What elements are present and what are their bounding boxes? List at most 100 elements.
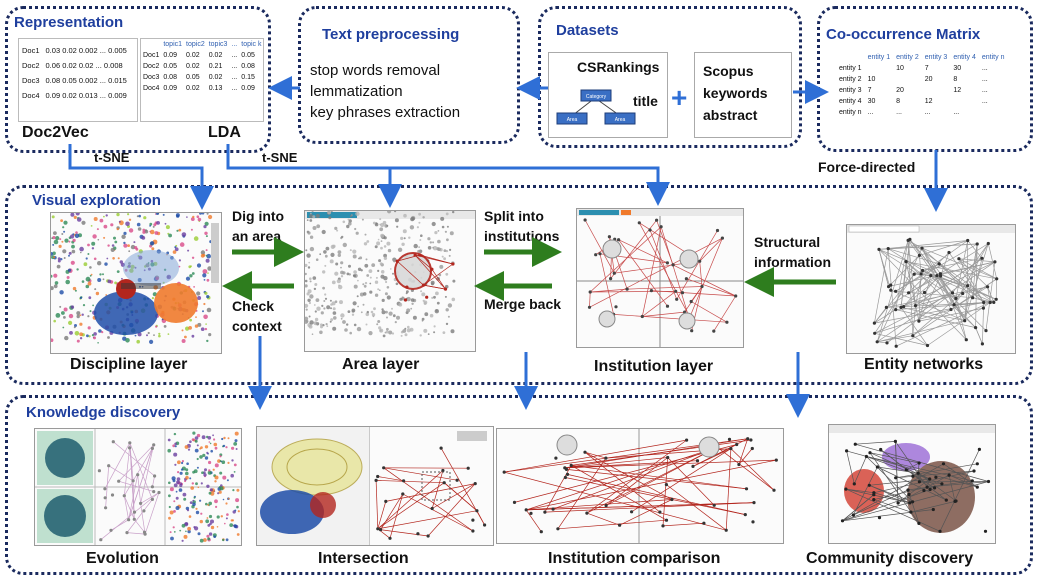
- doc2vec-cell: 0.09 0.02 0.013 ... 0.009: [45, 91, 127, 100]
- lda-cell: Doc2: [143, 63, 160, 70]
- cooccurrence-box: [817, 6, 1033, 152]
- cooc-cell: 30: [953, 65, 962, 72]
- lda-cell: ...: [231, 74, 238, 81]
- cooc-cell: entity 1: [839, 65, 862, 72]
- cooc-header-cell: entity 2: [896, 54, 919, 61]
- lda-header-cell: topic3: [208, 41, 228, 48]
- tsne-label-2: t-SNE: [262, 150, 298, 165]
- doc2vec-row: Doc3 0.08 0.05 0.002 ... 0.015: [19, 73, 130, 88]
- cooc-header-cell: entity 1: [867, 54, 891, 61]
- plus-sign: +: [671, 82, 688, 113]
- lda-cell: Doc4: [143, 85, 160, 92]
- discipline-layer-thumb: [50, 212, 222, 354]
- doc2vec-cell: Doc3: [22, 76, 40, 85]
- cooc-cell: 8: [896, 98, 901, 105]
- tree-node-area: Area: [615, 117, 626, 123]
- scopus-line: Scopus: [703, 63, 754, 79]
- cooc-cell: entity 4: [839, 98, 862, 105]
- knowledge-discovery-title: Knowledge discovery: [26, 404, 181, 421]
- entity-networks-label: Entity networks: [864, 356, 984, 373]
- tsne-label-1: t-SNE: [94, 150, 130, 165]
- cooc-header-cell: entity 4: [953, 54, 976, 61]
- check-context-label: Check context: [232, 296, 282, 336]
- area-layer-thumb: [304, 210, 476, 352]
- scopus-line: abstract: [703, 107, 758, 123]
- cooc-header-cell: [836, 52, 865, 63]
- doc2vec-cell: 0.06 0.02 0.02 ... 0.008: [45, 61, 123, 70]
- lda-cell: ...: [231, 52, 238, 59]
- lda-cell: 0.02: [186, 85, 200, 92]
- cooccurrence-title: Co-occurrence Matrix: [826, 26, 981, 43]
- cooc-cell: [979, 107, 1008, 118]
- preprocessing-step: key phrases extraction: [310, 104, 461, 121]
- lda-header-cell: topic1: [163, 41, 183, 48]
- lda-header-cell: [141, 39, 161, 50]
- cooc-cell: ...: [981, 65, 988, 72]
- check-context-text: Check context: [232, 298, 282, 334]
- cooc-cell: [922, 85, 951, 96]
- lda-cell: 0.08: [163, 74, 177, 81]
- cooc-cell: 30: [867, 98, 876, 105]
- dig-into-area-label: Dig into an area: [232, 206, 284, 246]
- cooc-cell: ...: [981, 98, 988, 105]
- cooc-cell: ...: [924, 109, 931, 116]
- lda-cell: 0.02: [186, 63, 200, 70]
- category-tree: Category Area Area: [556, 89, 636, 125]
- lda-cell: 0.15: [241, 74, 255, 81]
- tree-node-area: Area: [567, 117, 578, 123]
- doc2vec-cell: 0.03 0.02 0.002 ... 0.005: [45, 46, 127, 55]
- area-layer-label: Area layer: [342, 356, 420, 373]
- institution-comparison-thumb: [496, 428, 784, 544]
- representation-title: Representation: [14, 14, 124, 31]
- visual-exploration-title: Visual exploration: [32, 192, 161, 209]
- cooc-cell: ...: [981, 76, 988, 83]
- doc2vec-row: Doc1 0.03 0.02 0.002 ... 0.005: [19, 43, 130, 58]
- lda-cell: 0.02: [208, 74, 223, 81]
- lda-cell: 0.13: [208, 85, 223, 92]
- cooc-cell: ...: [981, 87, 988, 94]
- cooc-cell: 10: [896, 65, 904, 72]
- cooc-cell: entity 2: [839, 76, 862, 83]
- split-into-text: Split into institutions: [484, 208, 560, 244]
- institution-layer-thumb: [576, 208, 744, 348]
- cooc-cell: 12: [953, 87, 962, 94]
- cooc-cell: ...: [867, 109, 874, 116]
- dig-into-text: Dig into an area: [232, 208, 285, 244]
- cooc-header-cell: entity 3: [924, 54, 948, 61]
- cooc-cell: ...: [896, 109, 902, 116]
- doc2vec-cell: Doc4: [22, 91, 40, 100]
- split-into-institutions-label: Split into institutions: [484, 206, 559, 246]
- scopus-line: keywords: [703, 85, 768, 101]
- lda-cell: 0.05: [186, 74, 200, 81]
- text-preprocessing-title: Text preprocessing: [322, 26, 460, 43]
- doc2vec-cell: 0.08 0.05 0.002 ... 0.015: [45, 76, 127, 85]
- community-discovery-thumb: [828, 424, 996, 544]
- doc2vec-label: Doc2Vec: [22, 124, 89, 141]
- entity-networks-thumb: [846, 224, 1016, 354]
- doc2vec-cell: Doc1: [22, 46, 40, 55]
- institution-layer-label: Institution layer: [594, 358, 714, 375]
- text-preprocessing-box: [298, 6, 520, 144]
- cooc-cell: 8: [953, 76, 958, 83]
- intersection-thumb: [256, 426, 494, 546]
- lda-cell: 0.21: [208, 63, 223, 70]
- cooc-cell: 10: [867, 76, 876, 83]
- doc2vec-cell: Doc2: [22, 61, 40, 70]
- lda-cell: 0.02: [208, 52, 223, 59]
- csrankings-label: CSRankings: [577, 59, 660, 75]
- evolution-label: Evolution: [86, 550, 159, 567]
- scopus-panel: Scopus keywords abstract: [694, 52, 792, 138]
- cooc-cell: 20: [896, 87, 904, 94]
- merge-back-label: Merge back: [484, 296, 562, 312]
- structural-info-text: Structural information: [754, 234, 831, 270]
- cooc-cell: entity n: [839, 109, 862, 116]
